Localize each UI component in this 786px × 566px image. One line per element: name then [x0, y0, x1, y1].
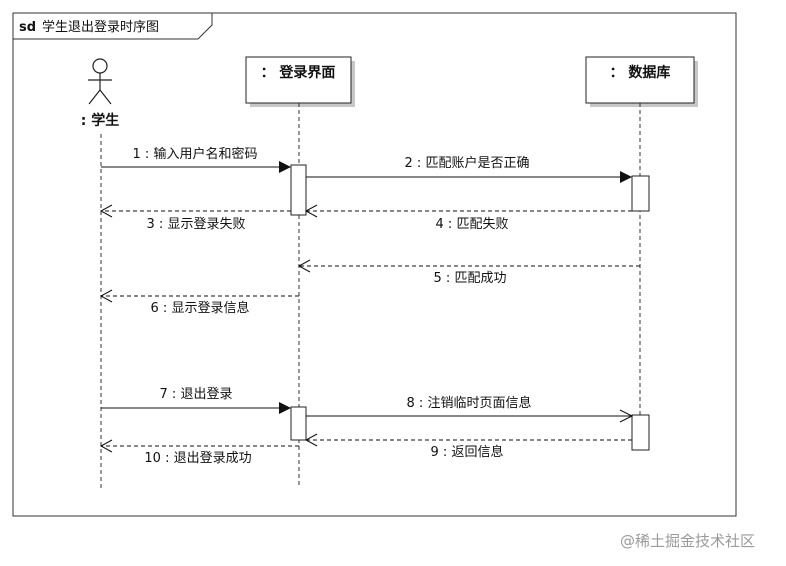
- message-4: 4 : 匹配失败: [304, 204, 632, 232]
- message-3-label: 3 : 显示登录失败: [147, 217, 246, 232]
- activation-login-ui-1: [290, 164, 307, 216]
- message-4-arrowhead: [304, 204, 318, 218]
- message-9: 9 : 返回信息: [304, 433, 632, 460]
- message-1-arrowhead: [279, 161, 291, 173]
- activation-login-ui-2: [290, 406, 307, 441]
- participant-login-ui: ： 登录界面: [245, 56, 355, 107]
- message-7-arrowhead: [279, 402, 291, 414]
- message-8: 8 : 注销临时页面信息: [306, 395, 634, 423]
- message-1: 1 : 输入用户名和密码: [101, 146, 291, 173]
- message-3: 3 : 显示登录失败: [99, 204, 291, 232]
- message-9-label: 9 : 返回信息: [431, 444, 504, 460]
- participant-database: ： 数据库: [585, 56, 698, 107]
- actor-student-label: : 学生: [81, 112, 119, 129]
- actor-right-leg: [99, 89, 112, 105]
- diagram-frame: [12, 12, 737, 517]
- message-5-arrowhead: [297, 259, 311, 273]
- participant-box: [585, 56, 695, 104]
- actor-head: [92, 58, 108, 74]
- activation-database-1: [631, 175, 650, 212]
- message-8-arrowhead: [619, 409, 634, 423]
- title-tab: [13, 13, 213, 40]
- message-3-arrowhead: [99, 204, 113, 218]
- actor-student: : 学生: [81, 58, 119, 129]
- message-2-arrowhead: [620, 171, 632, 183]
- message-10: 10 : 退出登录成功: [99, 439, 299, 466]
- message-2-label: 2 : 匹配账户是否正确: [405, 155, 530, 171]
- message-6-label: 6 : 显示登录信息: [151, 300, 250, 316]
- message-7: 7 : 退出登录: [101, 387, 291, 414]
- participant-box: [245, 56, 352, 104]
- activation-database-2: [631, 414, 650, 451]
- message-6-arrowhead: [99, 289, 113, 303]
- message-9-arrowhead: [304, 433, 318, 447]
- message-5-label: 5 : 匹配成功: [434, 271, 507, 286]
- message-4-label: 4 : 匹配失败: [436, 217, 509, 232]
- participant-login-ui-label: ： 登录界面: [261, 64, 336, 81]
- participant-database-label: ： 数据库: [610, 64, 671, 81]
- message-10-label: 10 : 退出登录成功: [144, 451, 251, 466]
- message-8-label: 8 : 注销临时页面信息: [407, 395, 532, 411]
- message-6: 6 : 显示登录信息: [99, 289, 299, 316]
- actor-left-leg: [88, 89, 101, 105]
- message-10-arrowhead: [99, 439, 113, 453]
- watermark: @稀土掘金技术社区: [620, 532, 756, 550]
- message-1-label: 1 : 输入用户名和密码: [133, 146, 258, 162]
- message-5: 5 : 匹配成功: [297, 259, 640, 286]
- message-7-label: 7 : 退出登录: [160, 387, 233, 402]
- message-2: 2 : 匹配账户是否正确: [306, 155, 632, 183]
